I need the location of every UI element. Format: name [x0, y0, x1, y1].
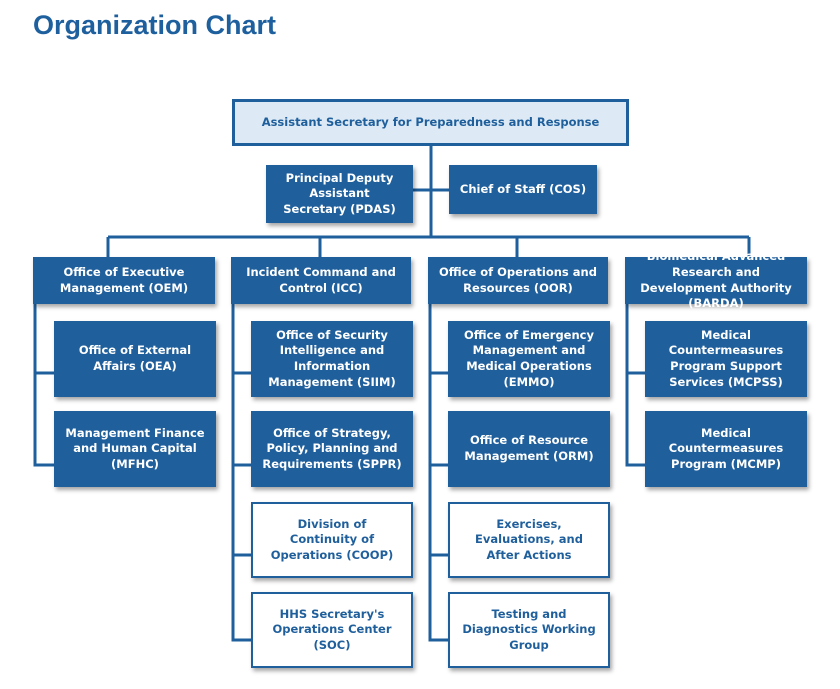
column-head-barda: Biomedical Advanced Research and Develop…: [625, 249, 807, 310]
org-box-orm: Office of Resource Management (ORM): [448, 411, 610, 487]
column-head-icc: Incident Command and Control (ICC): [231, 257, 411, 304]
org-box-mcpss: Medical Countermeasures Program Support …: [645, 321, 807, 397]
org-box-coop: Division of Continuity of Operations (CO…: [251, 502, 413, 578]
org-box-siim: Office of Security Intelligence and Info…: [251, 321, 413, 397]
org-box-orm-label: Office of Resource Management (ORM): [464, 433, 594, 463]
assistant-secretary-box: Assistant Secretary for Preparedness and…: [232, 99, 629, 146]
org-box-siim-label: Office of Security Intelligence and Info…: [268, 327, 396, 389]
org-box-mfhc-label: Management Finance and Human Capital (MF…: [65, 425, 205, 471]
pdas-label: Principal Deputy Assistant Secretary (PD…: [283, 170, 396, 216]
pdas-box: Principal Deputy Assistant Secretary (PD…: [266, 165, 413, 223]
column-head-oem-label: Office of Executive Management (OEM): [59, 264, 189, 295]
org-box-mcmp-label: Medical Countermeasures Program (MCMP): [668, 425, 784, 471]
column-head-oor-label: Office of Operations and Resources (OOR): [439, 264, 597, 295]
org-box-oea: Office of External Affairs (OEA): [54, 321, 216, 397]
org-box-emmo-label: Office of Emergency Management and Medic…: [464, 327, 594, 389]
org-box-exercises-label: Exercises, Evaluations, and After Action…: [475, 516, 583, 562]
column-head-icc-label: Incident Command and Control (ICC): [246, 264, 396, 295]
org-box-oea-label: Office of External Affairs (OEA): [78, 343, 192, 373]
column-head-barda-label: Biomedical Advanced Research and Develop…: [640, 249, 792, 311]
org-box-sppr: Office of Strategy, Policy, Planning and…: [251, 411, 413, 487]
org-box-coop-label: Division of Continuity of Operations (CO…: [270, 516, 394, 562]
cos-label: Chief of Staff (COS): [459, 181, 587, 196]
branch-line-barda: [625, 303, 645, 467]
branch-line-oor: [428, 303, 448, 642]
page-title: Organization Chart: [33, 10, 277, 40]
org-box-mcpss-label: Medical Countermeasures Program Support …: [668, 327, 784, 389]
org-box-sppr-label: Office of Strategy, Policy, Planning and…: [262, 425, 402, 471]
org-box-testing: Testing and Diagnostics Working Group: [448, 592, 610, 668]
column-head-oor: Office of Operations and Resources (OOR): [428, 257, 608, 304]
branch-line-icc: [231, 303, 251, 642]
org-box-mfhc: Management Finance and Human Capital (MF…: [54, 411, 216, 487]
org-box-soc: HHS Secretary's Operations Center (SOC): [251, 592, 413, 668]
org-box-testing-label: Testing and Diagnostics Working Group: [462, 606, 596, 652]
assistant-secretary-label: Assistant Secretary for Preparedness and…: [261, 114, 600, 129]
column-head-oem: Office of Executive Management (OEM): [33, 257, 215, 304]
org-box-mcmp: Medical Countermeasures Program (MCMP): [645, 411, 807, 487]
org-box-soc-label: HHS Secretary's Operations Center (SOC): [272, 606, 392, 652]
org-box-emmo: Office of Emergency Management and Medic…: [448, 321, 610, 397]
branch-line-oem: [33, 303, 54, 467]
cos-box: Chief of Staff (COS): [449, 165, 597, 214]
org-box-exercises: Exercises, Evaluations, and After Action…: [448, 502, 610, 578]
